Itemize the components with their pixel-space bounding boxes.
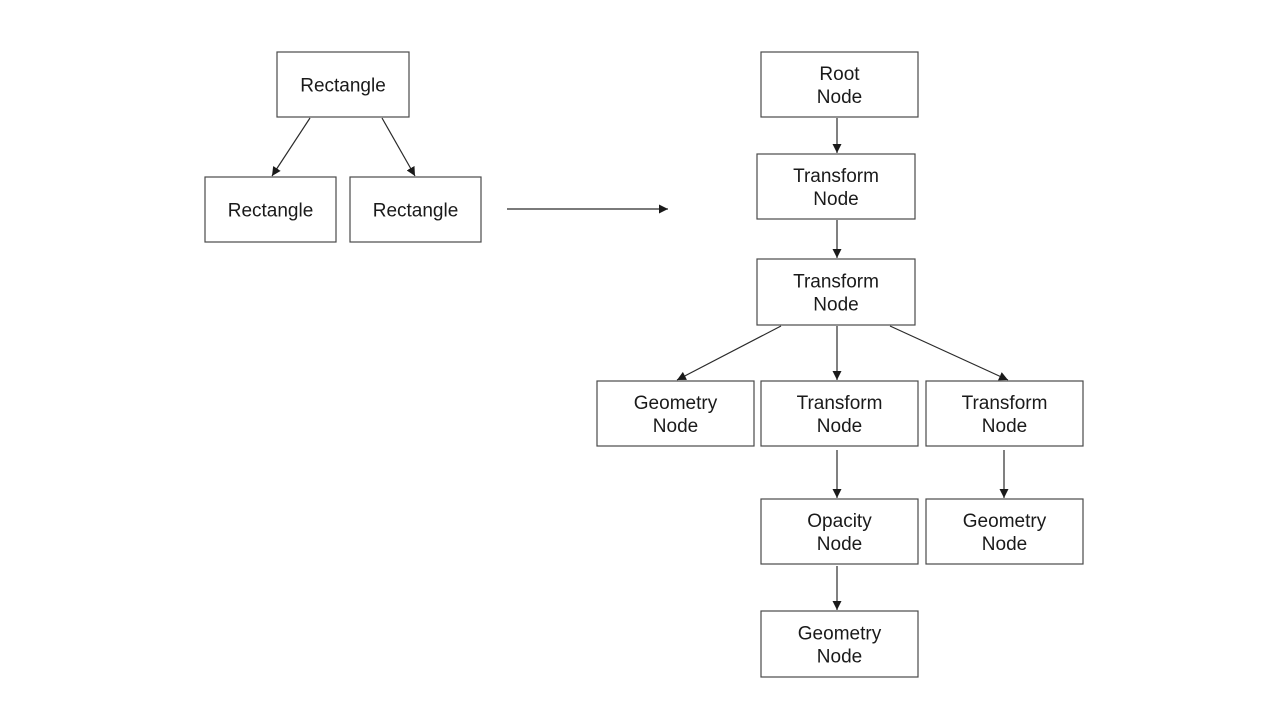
- node-label: Node: [653, 416, 698, 437]
- node-rect-top: Rectangle: [276, 51, 410, 118]
- node-label: Geometry: [634, 393, 718, 414]
- node-label: Root: [819, 64, 860, 85]
- node-rect-left: Rectangle: [204, 176, 337, 243]
- node-label: Geometry: [963, 511, 1047, 532]
- node-label: Rectangle: [300, 76, 386, 97]
- edge-transform-2-to-geometry-a: [676, 325, 782, 381]
- node-label: Node: [817, 416, 862, 437]
- node-label: Transform: [962, 393, 1048, 414]
- node-box: [760, 51, 919, 118]
- node-label: Transform: [793, 166, 879, 187]
- node-label: Geometry: [798, 624, 882, 645]
- node-box: [925, 380, 1084, 447]
- node-label: Node: [817, 647, 862, 668]
- node-box: [760, 498, 919, 565]
- node-label: Node: [813, 189, 858, 210]
- node-label: Rectangle: [228, 201, 314, 222]
- edge-rect-top-to-rect-right: [381, 117, 416, 177]
- node-box: [596, 380, 755, 447]
- node-box: [760, 610, 919, 678]
- node-box: [204, 176, 337, 243]
- node-label: Rectangle: [373, 201, 459, 222]
- node-label: Node: [817, 534, 862, 555]
- node-label: Node: [982, 416, 1027, 437]
- node-label: Transform: [793, 272, 879, 293]
- node-box: [349, 176, 482, 243]
- edges: [271, 117, 1009, 610]
- node-box: [756, 153, 916, 220]
- node-label: Node: [813, 295, 858, 316]
- node-label: Transform: [797, 393, 883, 414]
- node-label: Node: [982, 534, 1027, 555]
- node-box: [756, 258, 916, 326]
- node-box: [276, 51, 410, 118]
- node-box: [760, 380, 919, 447]
- node-label: Node: [817, 87, 862, 108]
- edge-transform-2-to-transform-4: [889, 325, 1009, 381]
- node-rect-right: Rectangle: [349, 176, 482, 243]
- node-box: [925, 498, 1084, 565]
- node-label: Opacity: [807, 511, 872, 532]
- edge-rect-top-to-rect-left: [271, 117, 311, 177]
